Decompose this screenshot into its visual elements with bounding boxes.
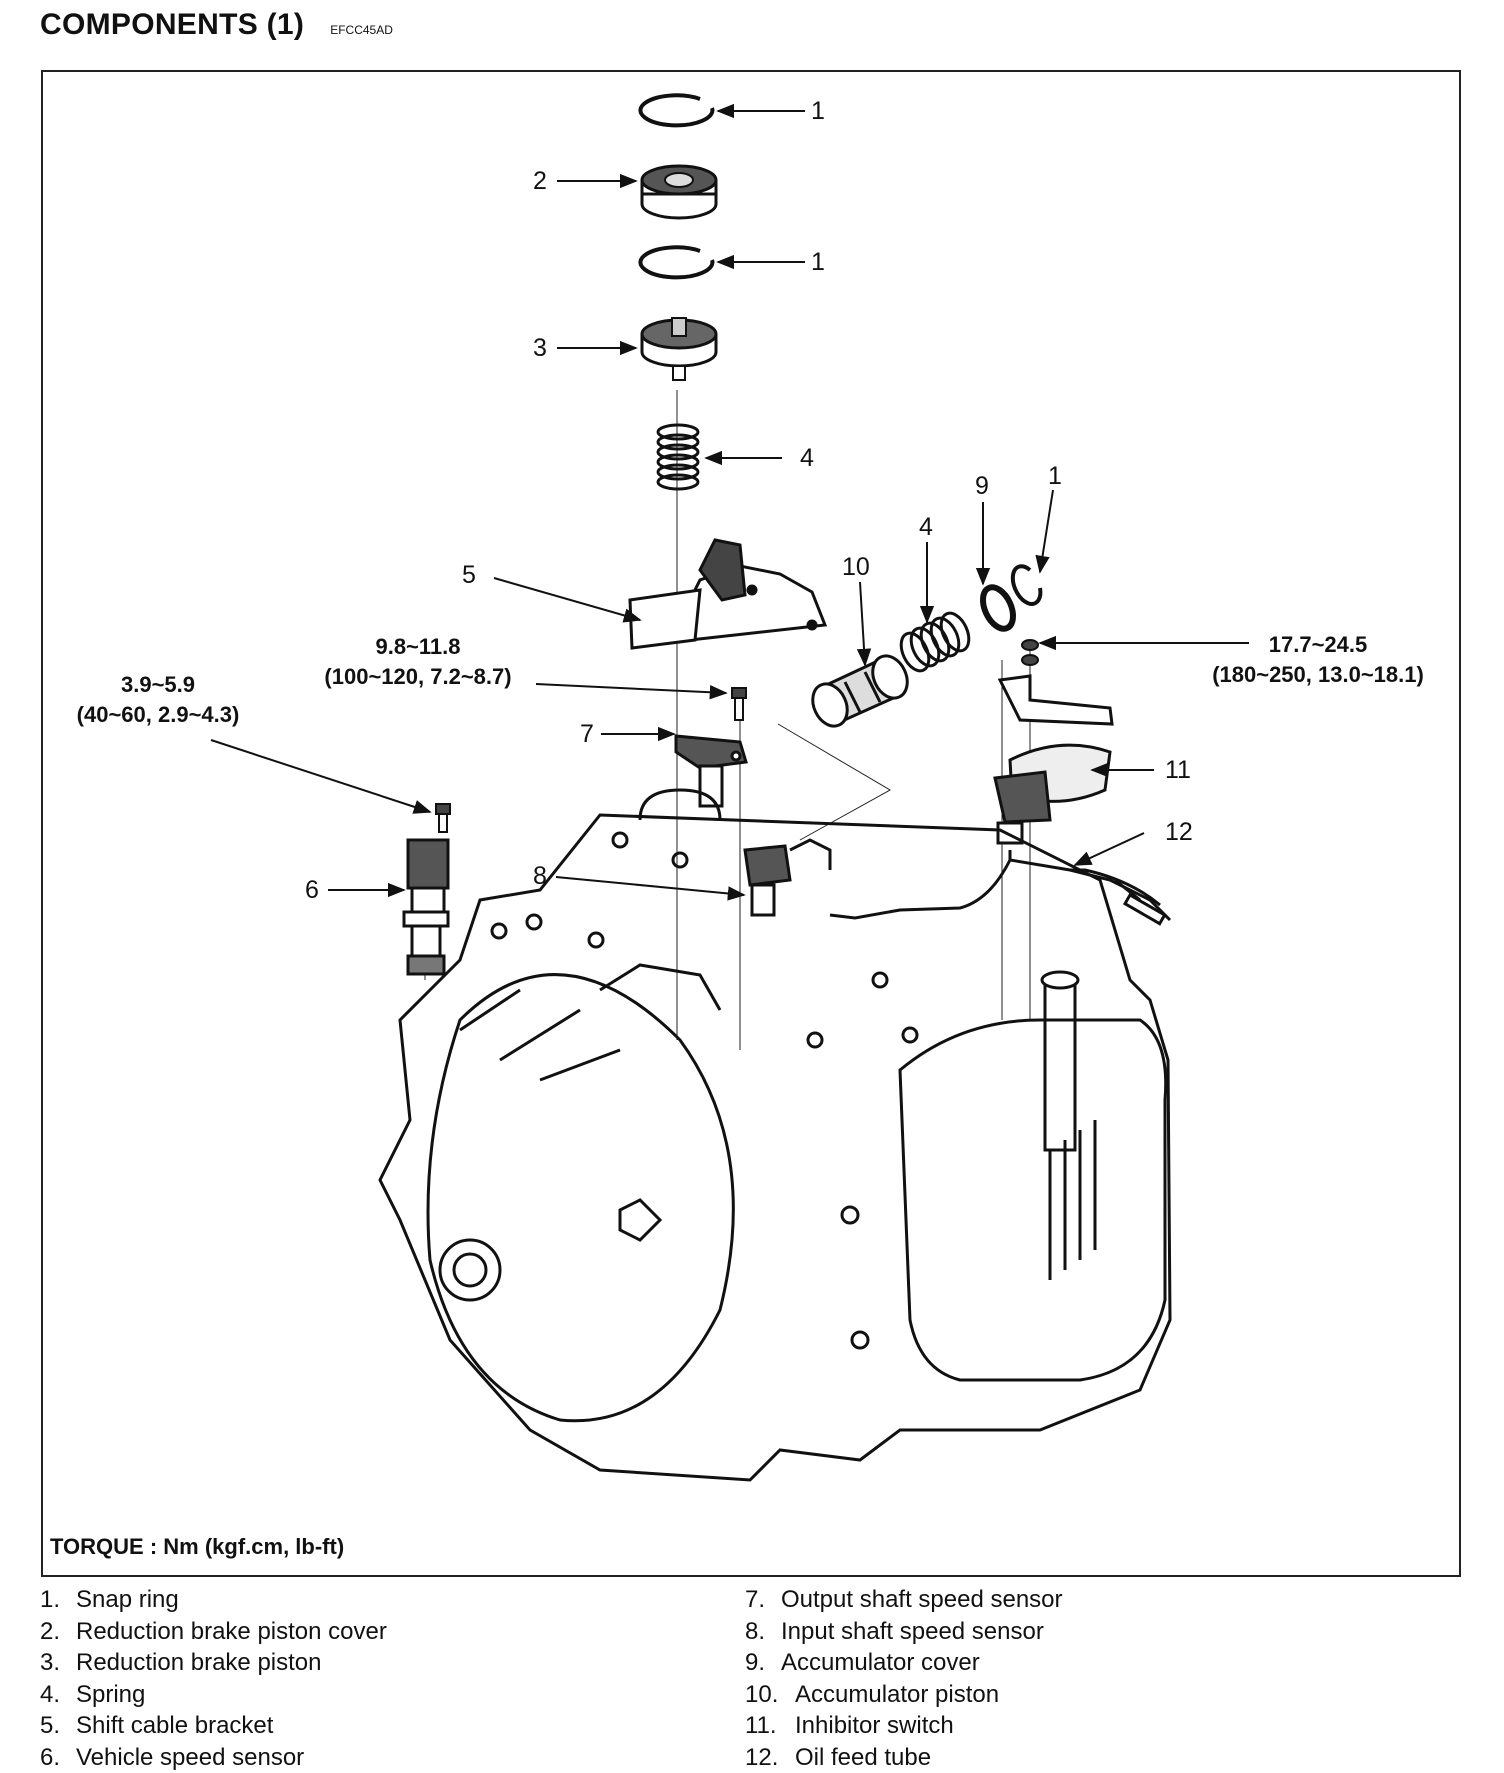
legend-item: 3.Reduction brake piston xyxy=(40,1647,387,1679)
legend-item: 10.Accumulator piston xyxy=(745,1679,1063,1711)
parts-legend-left: 1.Snap ring 2.Reduction brake piston cov… xyxy=(40,1584,387,1773)
callout-4: 4 xyxy=(800,446,814,471)
legend-number: 12. xyxy=(745,1742,795,1773)
legend-item: 4.Spring xyxy=(40,1679,387,1711)
callout-1: 1 xyxy=(811,99,825,124)
legend-label: Spring xyxy=(76,1679,145,1711)
torque-value: 9.8~11.8 xyxy=(298,632,538,662)
callout-8: 8 xyxy=(533,864,547,889)
accumulator-piston xyxy=(806,650,914,731)
callout-3: 3 xyxy=(533,336,547,361)
callout-7: 7 xyxy=(580,722,594,747)
legend-label: Shift cable bracket xyxy=(76,1710,273,1742)
callout-9: 9 xyxy=(975,474,989,499)
callout-4: 4 xyxy=(919,515,933,540)
legend-label: Reduction brake piston cover xyxy=(76,1616,387,1648)
bolt-vehicle-speed-sensor xyxy=(436,804,450,832)
torque-value: 3.9~5.9 xyxy=(48,670,268,700)
callout-1: 1 xyxy=(1048,464,1062,489)
legend-number: 4. xyxy=(40,1679,76,1711)
piston-cover xyxy=(642,166,716,218)
torque-units-note: TORQUE : Nm (kgf.cm, lb-ft) xyxy=(50,1534,344,1560)
torque-value: 17.7~24.5 xyxy=(1183,630,1453,660)
legend-label: Accumulator cover xyxy=(781,1647,980,1679)
legend-number: 5. xyxy=(40,1710,76,1742)
legend-item: 11.Inhibitor switch xyxy=(745,1710,1063,1742)
torque-value-alt: (180~250, 13.0~18.1) xyxy=(1183,660,1453,690)
torque-value-alt: (40~60, 2.9~4.3) xyxy=(48,700,268,730)
legend-label: Reduction brake piston xyxy=(76,1647,321,1679)
snap-ring-right xyxy=(1013,566,1041,604)
torque-value-alt: (100~120, 7.2~8.7) xyxy=(298,662,538,692)
output-shaft-speed-sensor xyxy=(676,736,746,806)
callout-11: 11 xyxy=(1165,758,1191,783)
accumulator-cover xyxy=(977,583,1019,634)
legend-item: 2.Reduction brake piston cover xyxy=(40,1616,387,1648)
bolt-output-sensor xyxy=(732,688,746,720)
torque-spec-output-sensor: 9.8~11.8 (100~120, 7.2~8.7) xyxy=(298,632,538,692)
callout-12: 12 xyxy=(1165,820,1193,845)
legend-item: 9.Accumulator cover xyxy=(745,1647,1063,1679)
legend-number: 6. xyxy=(40,1742,76,1773)
spring-diagonal xyxy=(896,609,975,675)
legend-number: 9. xyxy=(745,1647,781,1679)
legend-number: 11. xyxy=(745,1710,795,1742)
legend-number: 1. xyxy=(40,1584,76,1616)
legend-item: 5.Shift cable bracket xyxy=(40,1710,387,1742)
oil-feed-tube xyxy=(830,823,1170,924)
shift-cable-bracket xyxy=(630,540,825,648)
legend-number: 8. xyxy=(745,1616,781,1648)
input-shaft-speed-sensor xyxy=(745,846,790,915)
legend-item: 12.Oil feed tube xyxy=(745,1742,1063,1773)
callout-10: 10 xyxy=(842,555,870,580)
vehicle-speed-sensor xyxy=(404,840,448,974)
legend-label: Input shaft speed sensor xyxy=(781,1616,1044,1648)
callout-1: 1 xyxy=(811,250,825,275)
legend-label: Inhibitor switch xyxy=(795,1710,954,1742)
legend-number: 10. xyxy=(745,1679,795,1711)
legend-label: Oil feed tube xyxy=(795,1742,931,1773)
legend-number: 3. xyxy=(40,1647,76,1679)
inhibitor-switch xyxy=(995,676,1112,822)
legend-item: 6.Vehicle speed sensor xyxy=(40,1742,387,1773)
callout-5: 5 xyxy=(462,563,476,588)
legend-item: 7.Output shaft speed sensor xyxy=(745,1584,1063,1616)
legend-number: 2. xyxy=(40,1616,76,1648)
legend-label: Accumulator piston xyxy=(795,1679,999,1711)
legend-item: 1.Snap ring xyxy=(40,1584,387,1616)
parts-legend-right: 7.Output shaft speed sensor 8.Input shaf… xyxy=(745,1584,1063,1773)
legend-item: 8.Input shaft speed sensor xyxy=(745,1616,1063,1648)
snap-ring-top xyxy=(640,95,712,125)
torque-spec-inhibitor-switch: 17.7~24.5 (180~250, 13.0~18.1) xyxy=(1183,630,1453,690)
torque-spec-vehicle-speed-sensor: 3.9~5.9 (40~60, 2.9~4.3) xyxy=(48,670,268,730)
legend-number: 7. xyxy=(745,1584,781,1616)
callout-6: 6 xyxy=(305,878,319,903)
legend-label: Snap ring xyxy=(76,1584,179,1616)
legend-label: Vehicle speed sensor xyxy=(76,1742,304,1773)
reduction-brake-piston xyxy=(642,318,716,380)
snap-ring-middle xyxy=(640,247,712,277)
legend-label: Output shaft speed sensor xyxy=(781,1584,1063,1616)
callout-2: 2 xyxy=(533,169,547,194)
spring-vertical xyxy=(658,425,698,489)
